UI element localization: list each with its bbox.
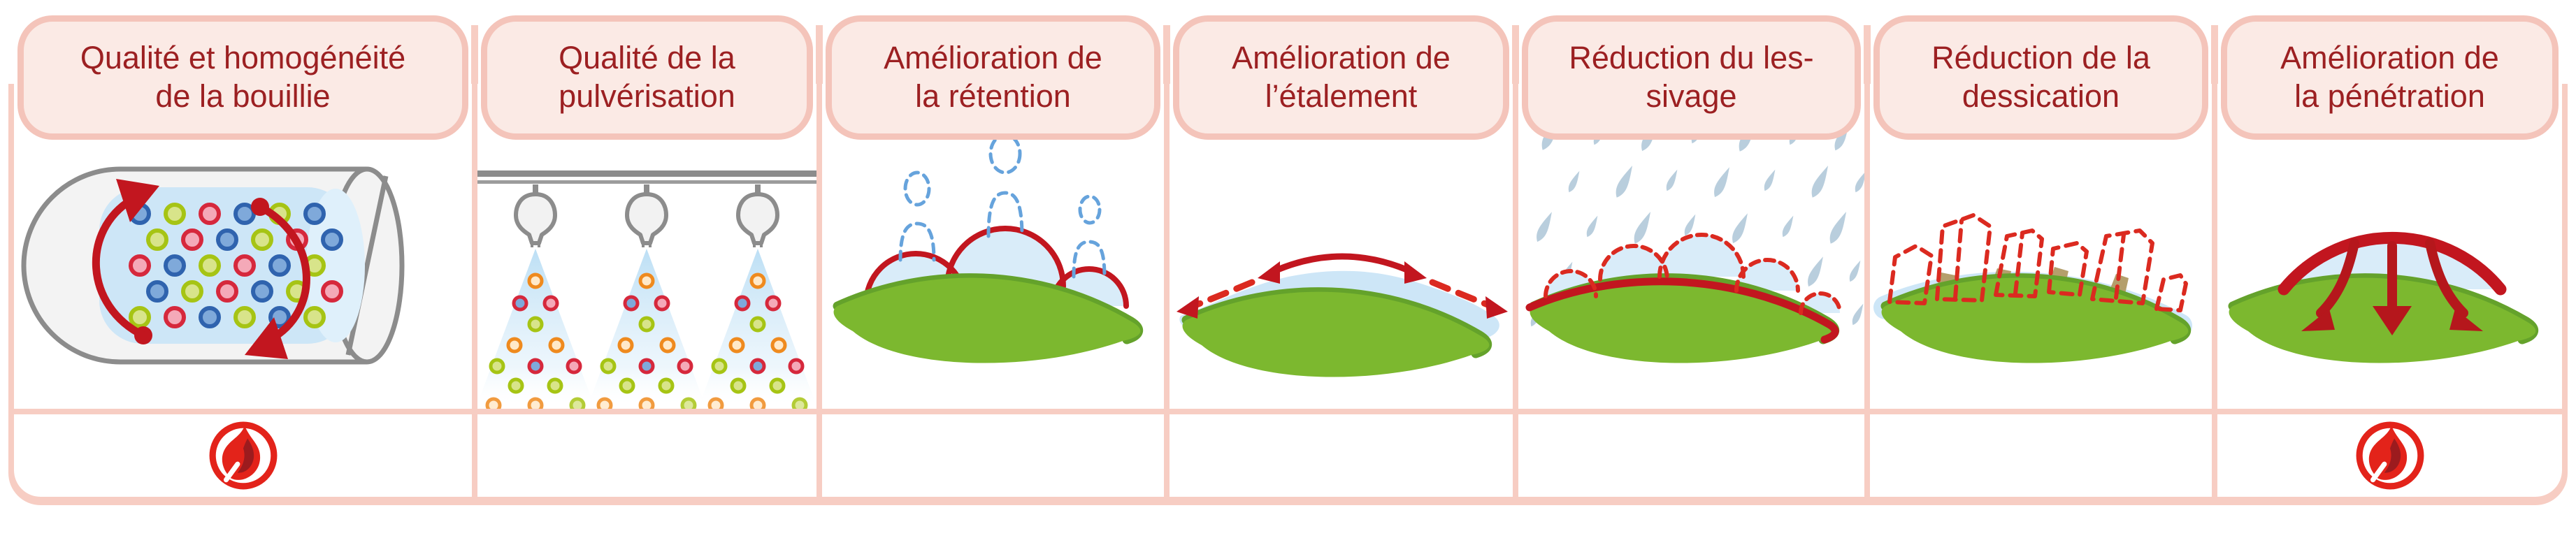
droplet-penetrating-illustration <box>2217 231 2562 409</box>
header-text: Amélioration de <box>2280 40 2499 76</box>
footer-cell-penetration <box>2217 414 2562 497</box>
mixing-tank-illustration <box>21 166 405 365</box>
header-pill-etalement: Amélioration de l’étalement <box>1173 15 1509 140</box>
dried-crystals-illustration <box>1873 213 2212 409</box>
header-text: Amélioration de <box>884 40 1102 76</box>
droplet-spreading-illustration <box>1177 253 1508 409</box>
footer-cell-bouillie <box>14 414 472 497</box>
spreading-arrows <box>1177 253 1508 319</box>
protected-droplet-outlines <box>1544 233 1842 315</box>
footer-cell-pulverisation <box>477 414 816 497</box>
column-divider <box>1163 25 1170 85</box>
header-text: sivage <box>1646 78 1737 114</box>
footer-cell-retention <box>822 414 1164 497</box>
header-text: la pénétration <box>2294 78 2485 114</box>
table-frame <box>8 84 2568 505</box>
column-divider <box>1512 25 1519 85</box>
protective-film-line <box>1525 277 1839 344</box>
footer-cell-dessication <box>1870 414 2212 497</box>
mixture-dots <box>129 203 343 328</box>
header-text: dessication <box>1962 78 2120 114</box>
droplets-retained-illustration <box>822 133 1164 409</box>
header-text: Amélioration de <box>1232 40 1451 76</box>
crystal-outlines <box>1887 213 2188 312</box>
header-pill-dessication: Réduction de la dessication <box>1873 15 2208 140</box>
column-divider <box>816 25 823 85</box>
column-divider <box>471 25 478 85</box>
footer-cell-etalement <box>1170 414 1513 497</box>
penetration-arrows <box>2301 238 2483 335</box>
header-text: Réduction de la <box>1931 40 2150 76</box>
footer-cell-lessivage <box>1518 414 1864 497</box>
header-text: la rétention <box>915 78 1071 114</box>
spray-nozzles-illustration <box>477 170 816 409</box>
header-pill-retention: Amélioration de la rétention <box>826 15 1160 140</box>
agitation-arrows <box>92 179 310 359</box>
header-text: l’étalement <box>1265 78 1418 114</box>
header-pill-lessivage: Réduction du les- sivage <box>1522 15 1861 140</box>
header-text: Qualité de la <box>559 40 735 76</box>
column-divider <box>1864 25 1871 85</box>
flame-icon <box>2354 420 2426 491</box>
header-pill-pulverisation: Qualité de la pulvérisation <box>481 15 813 140</box>
header-text: Qualité et homogénéité <box>80 40 406 76</box>
header-text: de la bouillie <box>155 78 331 114</box>
header-text: Réduction du les- <box>1569 40 1814 76</box>
header-row: Qualité et homogénéité de la bouillie Qu… <box>14 15 2562 140</box>
header-pill-bouillie: Qualité et homogénéité de la bouillie <box>17 15 468 140</box>
header-pill-penetration: Amélioration de la pénétration <box>2221 15 2559 140</box>
flame-icon <box>208 420 279 491</box>
rain-protection-illustration <box>1518 119 1864 409</box>
header-text: pulvérisation <box>559 78 735 114</box>
column-divider <box>2211 25 2218 85</box>
